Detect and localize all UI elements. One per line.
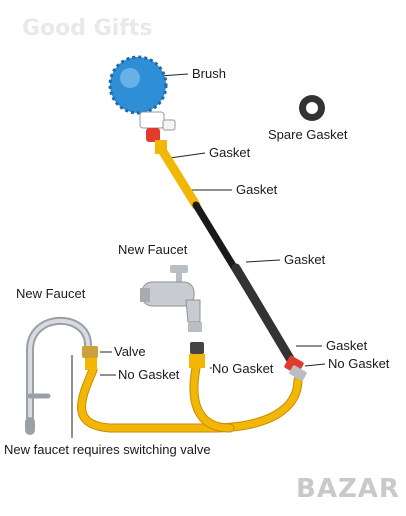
brand-logo: BAZAR [296, 474, 400, 504]
valve-icon [82, 346, 98, 370]
watermark-text: Good Gifts [22, 16, 153, 41]
label-no-gasket-2: No Gasket [212, 361, 274, 376]
brush-bristles [108, 55, 168, 115]
label-gasket-2: Gasket [236, 182, 278, 197]
brush-red-valve [146, 128, 160, 142]
pole-lower-section [231, 263, 297, 367]
brush-yellow-connector [155, 140, 167, 154]
hose-center [190, 364, 234, 432]
label-switching-valve-note: New faucet requires switching valve [4, 442, 211, 457]
label-no-gasket-3: No Gasket [328, 356, 390, 371]
label-brush: Brush [192, 66, 226, 81]
leader-gasket-3 [245, 259, 281, 263]
pole-end-fitting [289, 365, 307, 381]
label-valve: Valve [114, 344, 146, 359]
spare-gasket-icon [299, 95, 325, 121]
hoses [77, 363, 303, 433]
hose-center-shadow [189, 363, 235, 433]
label-no-gasket-1: No Gasket [118, 367, 180, 382]
brush-assembly [108, 55, 176, 154]
label-spare-gasket: Spare Gasket [268, 127, 348, 142]
pole [157, 145, 307, 381]
label-gasket-4: Gasket [326, 338, 368, 353]
brush-body [139, 111, 165, 129]
hose-left [78, 366, 302, 432]
leader-gasket-1 [169, 152, 206, 159]
label-new-faucet-center: New Faucet [118, 242, 188, 257]
brush-nozzle [162, 119, 176, 131]
label-gasket-1: Gasket [209, 145, 251, 160]
leader-brush [159, 73, 189, 77]
brush-highlight [120, 68, 140, 88]
label-gasket-3: Gasket [284, 252, 326, 267]
leader-lines [71, 73, 326, 438]
left-faucet-icon [25, 316, 92, 435]
pole-yellow-section [157, 145, 201, 210]
center-faucet-icon [140, 265, 205, 368]
label-new-faucet-left: New Faucet [16, 286, 86, 301]
leader-no-gasket-3 [304, 363, 326, 367]
